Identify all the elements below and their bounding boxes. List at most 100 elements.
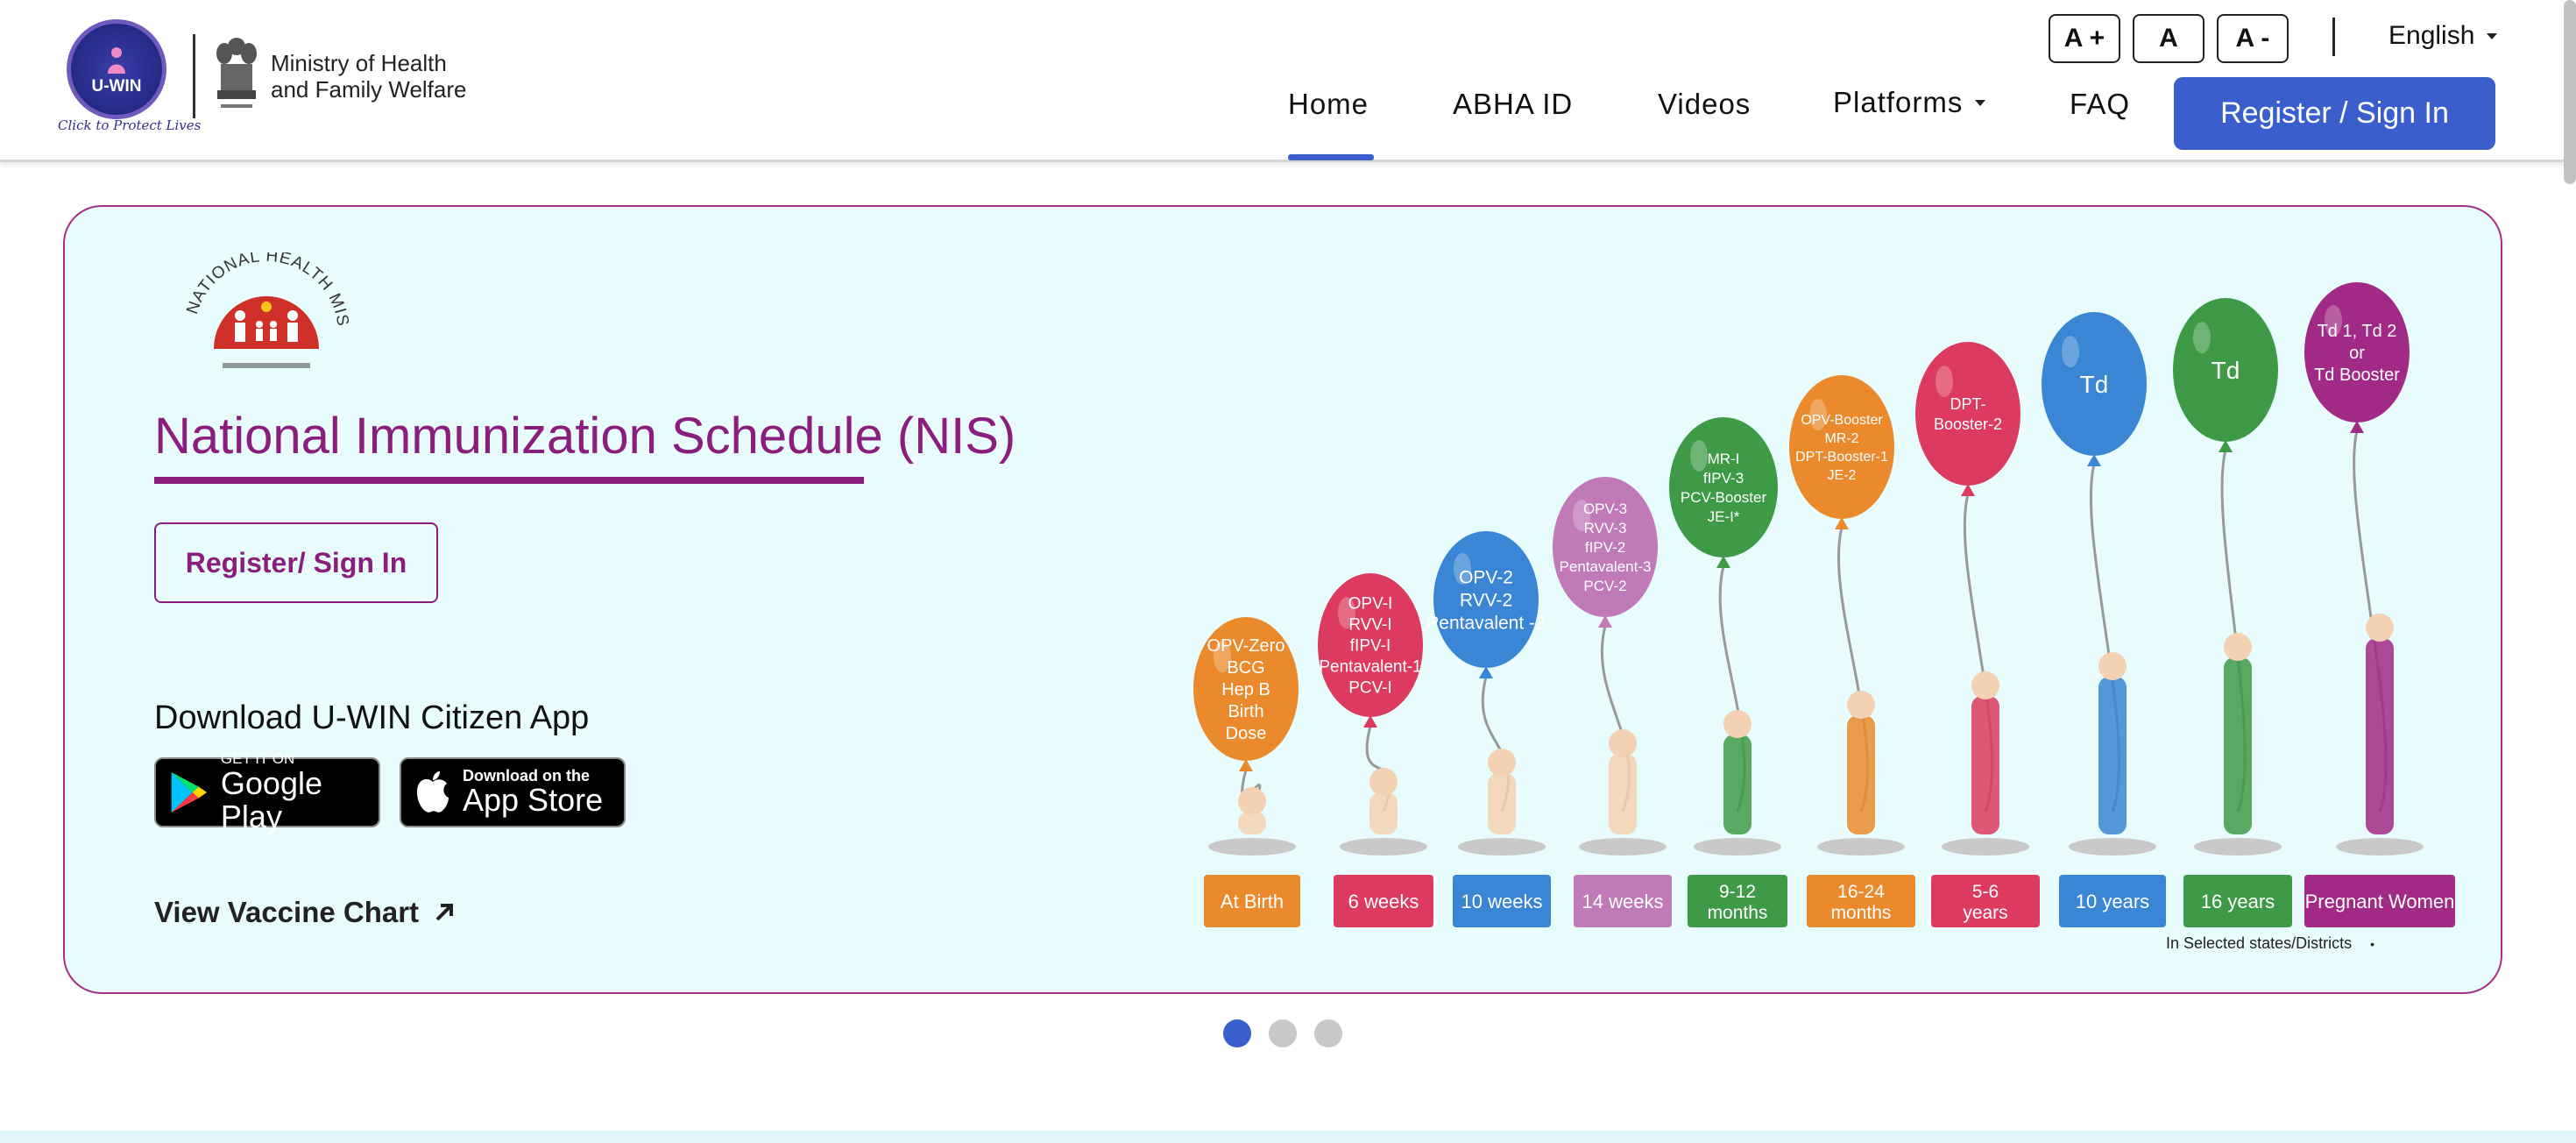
balloon-knot: [1363, 715, 1377, 728]
figure-shadow: [1579, 838, 1667, 855]
carousel-dot-2[interactable]: [1269, 1019, 1297, 1047]
age-label-box: [1204, 875, 1300, 927]
balloon: [2304, 282, 2410, 422]
site-header: U-WIN Click to Protect Lives Ministry of…: [0, 0, 2576, 162]
figure-head: [1847, 691, 1875, 719]
balloon: [1193, 617, 1299, 761]
balloon-shine: [2062, 336, 2079, 368]
age-label-box: [2183, 875, 2292, 927]
figure-body: [1847, 715, 1875, 834]
figure-head: [1238, 787, 1266, 815]
vaccine-name: DPT-: [1950, 395, 1985, 413]
font-decrease-button[interactable]: A -: [2217, 14, 2289, 63]
vaccine-name: Booster-2: [1934, 415, 2002, 433]
age-label: 16-24: [1837, 882, 1885, 902]
view-vaccine-chart-link[interactable]: View Vaccine Chart: [154, 896, 456, 929]
nav-platforms[interactable]: Platforms: [1833, 86, 1986, 119]
figure-shadow: [2069, 838, 2156, 855]
carousel-dot-3[interactable]: [1314, 1019, 1342, 1047]
balloon-knot: [1598, 615, 1612, 628]
google-play-icon: [171, 772, 208, 813]
figure-body: [2098, 677, 2127, 834]
uwin-logo-text: U-WIN: [91, 77, 142, 96]
figure-head: [1369, 768, 1398, 796]
vaccine-name: OPV-Booster: [1801, 413, 1883, 428]
chevron-down-icon: [2487, 32, 2498, 39]
vaccine-name: BCG: [1227, 658, 1264, 678]
vaccine-name: Dose: [1226, 724, 1267, 743]
hero-slide: NATIONAL HEALTH MISSION National Immuniz…: [63, 205, 2502, 994]
vaccine-name: Td Booster: [2314, 366, 2400, 385]
figure-head: [1488, 749, 1516, 777]
vaccine-name: JE-I*: [1708, 508, 1740, 525]
age-label: 10 weeks: [1461, 891, 1543, 912]
vaccine-name: Pentavalent -2: [1426, 613, 1545, 633]
nav-home[interactable]: Home: [1288, 88, 1369, 120]
age-label-box: [1453, 875, 1551, 927]
figure-head: [1723, 710, 1752, 738]
age-label: 9-12: [1719, 882, 1756, 902]
google-play-big: Google Play: [220, 765, 322, 834]
balloon-shine: [1690, 440, 1709, 472]
google-play-small: GET IT ON: [220, 750, 295, 767]
scrollbar[interactable]: [2564, 0, 2576, 184]
balloon-knot: [1239, 759, 1253, 771]
ministry-line-2: and Family Welfare: [271, 76, 467, 103]
balloon-shine: [1214, 641, 1231, 673]
balloon: [2042, 312, 2147, 456]
ministry-line-1: Ministry of Health: [271, 50, 447, 76]
bullet-icon: •: [2370, 937, 2375, 951]
app-store-big: App Store: [463, 782, 604, 818]
figure-shadow: [1942, 838, 2029, 855]
national-health-mission-icon: NATIONAL HEALTH MISSION: [172, 238, 351, 368]
vaccine-name: fIPV-3: [1703, 470, 1744, 486]
vaccine-name: OPV-3: [1583, 501, 1627, 517]
font-reset-button[interactable]: A: [2133, 14, 2204, 63]
google-play-button[interactable]: GET IT ON Google Play: [154, 751, 380, 834]
vaccine-name: Td 1, Td 2: [2318, 322, 2397, 341]
vaccine-name: JE-2: [1828, 468, 1857, 483]
vaccine-name: OPV-Zero: [1207, 636, 1285, 656]
chevron-down-icon: [1975, 99, 1986, 106]
balloon-shine: [1338, 597, 1355, 629]
figure-shadow: [1340, 838, 1427, 855]
uwin-logo-circle: U-WIN: [67, 19, 166, 119]
uwin-logo[interactable]: U-WIN Click to Protect Lives: [58, 19, 201, 133]
title-underline: [154, 477, 864, 484]
font-increase-button[interactable]: A +: [2049, 14, 2120, 63]
footnote-text: In Selected states/Districts: [2166, 934, 2353, 952]
tagline: Click to Protect Lives: [58, 117, 202, 133]
nav-abha-id[interactable]: ABHA ID: [1453, 88, 1574, 120]
vaccine-name: OPV-2: [1459, 567, 1513, 587]
language-select[interactable]: English: [2388, 21, 2498, 51]
balloon-shine: [1573, 500, 1590, 531]
vaccine-name: Td: [2080, 371, 2109, 398]
vaccine-name: RVV-I: [1348, 616, 1391, 635]
app-store-button[interactable]: Download on the App Store: [400, 757, 626, 827]
figure-body: [2224, 657, 2252, 834]
mother-child-icon: [108, 47, 125, 74]
register-sign-in-button[interactable]: Register / Sign In: [2174, 77, 2495, 150]
age-label-box: [1688, 875, 1787, 927]
vaccine-name: RVV-2: [1460, 590, 1512, 610]
carousel-dot-1[interactable]: [1223, 1019, 1251, 1047]
age-label: 14 weeks: [1582, 891, 1664, 912]
vaccine-name: MR-2: [1824, 431, 1858, 446]
hero-register-button[interactable]: Register/ Sign In: [154, 522, 438, 603]
next-section-edge: [0, 1131, 2576, 1143]
nav-faq[interactable]: FAQ: [2070, 88, 2131, 120]
brand[interactable]: U-WIN Click to Protect Lives Ministry of…: [58, 19, 467, 133]
balloon-shine: [1809, 399, 1827, 431]
ministry-name: Ministry of Health and Family Welfare: [271, 50, 467, 103]
balloon-shine: [1936, 366, 1953, 398]
nav-videos[interactable]: Videos: [1658, 88, 1752, 120]
figure-body: [1238, 812, 1266, 834]
age-label-box: [1574, 875, 1672, 927]
